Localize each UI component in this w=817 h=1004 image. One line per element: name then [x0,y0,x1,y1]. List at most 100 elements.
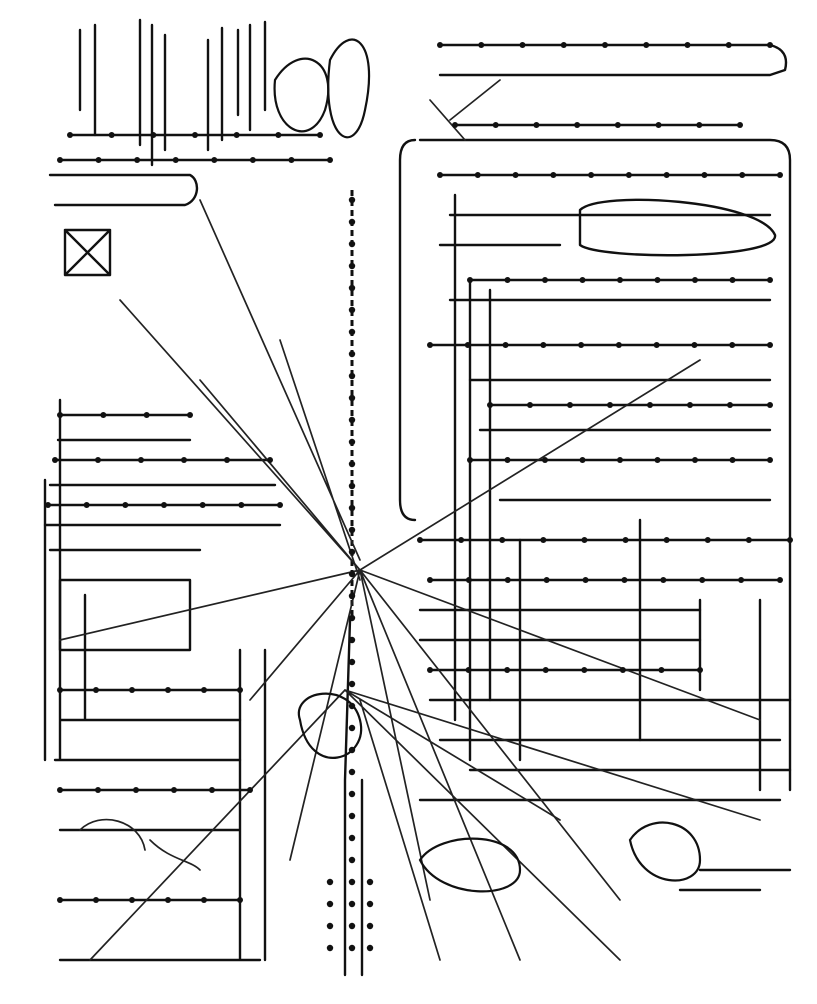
network-node [543,577,550,583]
network-node [348,614,356,622]
network-node [621,577,628,583]
network-node [579,457,586,463]
network-node [540,342,547,348]
network-node [542,667,549,673]
network-node [647,402,653,408]
network-node [348,328,356,336]
edge [418,538,792,802]
network-node [366,944,374,952]
network-node [57,897,63,903]
network-node [643,42,650,48]
network-node [100,412,107,418]
node-layer [45,42,793,952]
network-node [560,42,567,48]
network-node [767,342,773,348]
network-node [326,944,334,952]
network-node [348,636,356,644]
network-node [247,787,253,793]
edge [398,138,792,792]
network-node [348,482,356,490]
network-node [692,277,698,283]
network-node [658,667,665,673]
network-node [542,277,548,283]
loop-edge [273,57,330,133]
network-node [237,687,243,693]
network-node [93,687,99,693]
network-node [729,342,736,348]
network-node [533,122,540,128]
edge [63,228,112,277]
edge [343,618,364,977]
network-node [67,132,73,138]
network-node [725,42,732,48]
network-node [165,687,171,693]
network-node [687,402,693,408]
network-node [615,342,622,348]
network-node [171,787,177,793]
network-node [663,172,670,178]
edge [578,198,777,257]
network-node [504,277,511,283]
network-node [187,412,193,418]
network-node [504,667,511,673]
network-node [729,457,736,463]
network-node [622,537,629,543]
network-node [777,577,783,583]
edge [698,598,762,792]
network-node [519,42,526,48]
network-node [348,504,356,512]
network-node [45,502,51,508]
network-node [366,900,374,908]
network-node [348,438,356,446]
edge [58,648,267,962]
network-node [499,537,506,543]
network-node [348,372,356,380]
network-node [512,172,519,178]
network-node [474,172,481,178]
network-node [696,122,703,128]
network-node [348,856,356,864]
edge [678,868,792,892]
network-node [129,897,135,903]
network-node [464,342,471,348]
network-node [108,132,115,138]
network-node [199,502,206,508]
edge [43,413,282,652]
network-node [550,172,557,178]
network-node [617,457,623,463]
network-node [348,658,356,666]
network-node [767,402,773,408]
network-node [745,537,752,543]
network-node [699,577,706,583]
network-node [614,122,621,128]
network-node [504,457,511,463]
network-node [348,592,356,600]
network-node [326,900,334,908]
network-node [492,122,499,128]
network-node [348,768,356,776]
network-node [348,746,356,754]
network-node [237,897,243,903]
network-node [326,922,334,930]
network-node [129,687,135,693]
loop-edge [628,821,702,882]
network-node [348,394,356,402]
network-node [348,284,356,292]
network-node [348,570,356,578]
network-node [348,262,356,270]
network-node [95,787,101,793]
edge [89,689,761,961]
network-node [348,724,356,732]
network-node [143,412,150,418]
network-node [95,157,102,163]
network-node [201,687,207,693]
edge [78,18,267,167]
network-node [465,667,472,673]
network-node [95,457,101,463]
network-node [582,577,589,583]
edge [428,123,782,502]
network-node [602,42,608,48]
network-node [122,502,129,508]
network-node [267,457,273,463]
network-node [209,787,215,793]
